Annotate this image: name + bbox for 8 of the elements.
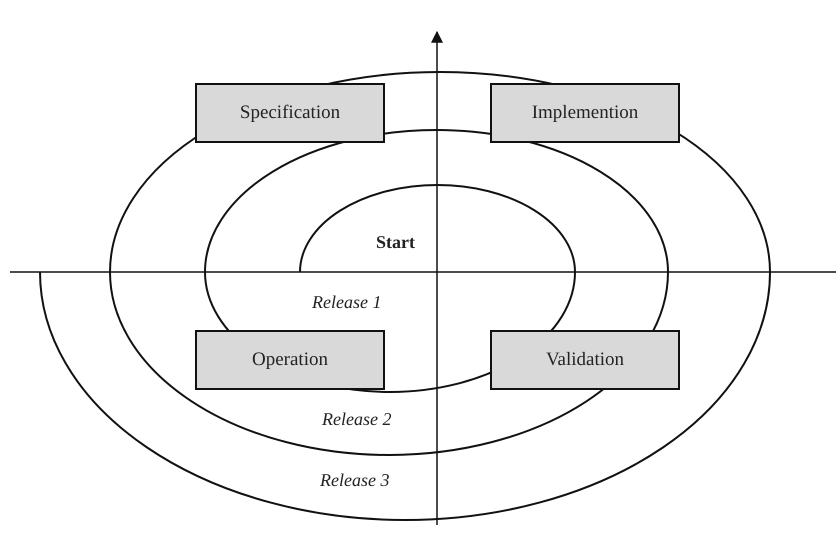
process-box: Operation [195,330,385,390]
process-box: Implemention [490,83,680,143]
release-label: Release 2 [322,409,392,430]
release-label: Release 1 [312,292,382,313]
process-box: Validation [490,330,680,390]
process-box: Specification [195,83,385,143]
start-label: Start [376,232,415,253]
release-label: Release 3 [320,470,390,491]
